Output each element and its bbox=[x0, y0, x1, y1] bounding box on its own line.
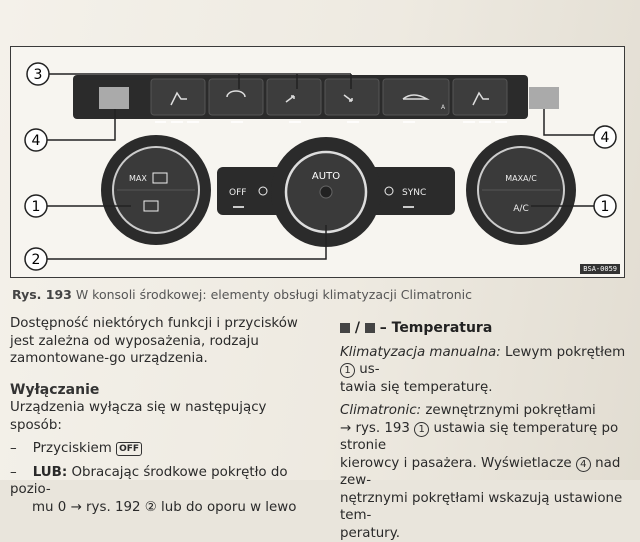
manual-ac-paragraph-cont: tawia się temperaturę. bbox=[340, 379, 640, 397]
ref-1: 1 bbox=[340, 363, 355, 378]
temp-up-icon bbox=[365, 323, 375, 333]
figure-code: BSA-0059 bbox=[580, 264, 620, 274]
right-column: / – Temperatura Klimatyzacja manualna: L… bbox=[340, 320, 640, 542]
left-column: Dostępność niektórych funkcji i przycisk… bbox=[10, 315, 315, 516]
climatronic-diagram: A 3 4 4 bbox=[11, 47, 623, 276]
svg-text:2: 2 bbox=[32, 252, 41, 268]
svg-text:SYNC: SYNC bbox=[402, 188, 426, 198]
section-heading-temperature: / – Temperatura bbox=[340, 320, 640, 338]
svg-text:4: 4 bbox=[601, 130, 610, 146]
svg-text:A/C: A/C bbox=[513, 204, 528, 214]
svg-text:OFF: OFF bbox=[229, 188, 246, 198]
svg-text:MAXA/C: MAXA/C bbox=[505, 174, 537, 183]
svg-text:4: 4 bbox=[32, 133, 41, 149]
svg-text:AUTO: AUTO bbox=[312, 171, 340, 182]
airflow-down-button[interactable] bbox=[325, 79, 379, 115]
manual-page: A 3 4 4 bbox=[0, 0, 640, 480]
caption-label: Rys. 193 bbox=[12, 287, 72, 302]
display-right bbox=[529, 87, 559, 109]
off-instruction: Urządzenia wyłącza się w następujący spo… bbox=[10, 399, 315, 434]
temp-down-icon bbox=[340, 323, 350, 333]
climatronic-line5: peratury. bbox=[340, 525, 640, 542]
climatronic-paragraph: Climatronic: zewnętrznymi pokrętłami bbox=[340, 402, 640, 420]
svg-text:1: 1 bbox=[32, 199, 41, 215]
fan-knob-center bbox=[320, 186, 332, 198]
climatronic-figure: A 3 4 4 bbox=[10, 46, 625, 278]
climatronic-line3: kierowcy i pasażera. Wyświetlacze 4 nad … bbox=[340, 455, 640, 490]
display-left bbox=[99, 87, 129, 109]
climatronic-line4: nętrznymi pokrętłami wskazują ustawione … bbox=[340, 490, 640, 525]
seat-heat-left-button[interactable] bbox=[151, 79, 205, 115]
svg-text:3: 3 bbox=[34, 67, 43, 83]
climatronic-line2: → rys. 193 1 ustawia się temperaturę po … bbox=[340, 420, 640, 455]
ref-1b: 1 bbox=[414, 422, 429, 437]
figure-caption: Rys. 193 W konsoli środkowej: elementy o… bbox=[12, 287, 472, 302]
recirculation-button[interactable] bbox=[383, 79, 449, 115]
list-item-off-button: –Przyciskiem OFF bbox=[10, 440, 315, 458]
seat-heat-right-button[interactable] bbox=[453, 79, 507, 115]
manual-ac-paragraph: Klimatyzacja manualna: Lewym pokrętłem1 … bbox=[340, 344, 640, 379]
windshield-button[interactable] bbox=[209, 79, 263, 115]
availability-note: Dostępność niektórych funkcji i przycisk… bbox=[10, 315, 315, 368]
section-heading-off: Wyłączanie bbox=[10, 382, 315, 400]
ref-4: 4 bbox=[576, 457, 591, 472]
off-button-icon: OFF bbox=[116, 442, 142, 456]
list-item-knob: –LUB: Obracając środkowe pokrętło do poz… bbox=[10, 464, 315, 499]
list-item-knob-cont: mu 0 → rys. 192 ② lub do oporu w lewo bbox=[10, 499, 315, 517]
svg-text:1: 1 bbox=[601, 199, 610, 215]
caption-text: W konsoli środkowej: elementy obsługi kl… bbox=[76, 287, 472, 302]
svg-text:MAX: MAX bbox=[129, 174, 147, 183]
